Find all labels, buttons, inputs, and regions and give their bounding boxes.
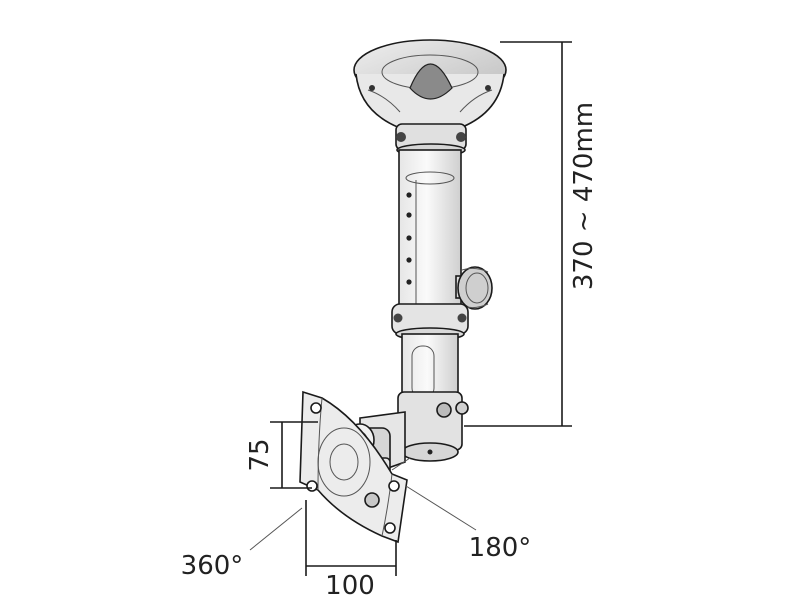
vesa-horizontal-label: 100 — [325, 571, 375, 600]
swivel-callout: 360° — [181, 507, 303, 581]
height-dimension: 370 ~ 470mm — [464, 41, 599, 427]
height-dimension-label: 370 ~ 470mm — [569, 102, 599, 290]
tilt-callout: 180° — [405, 485, 532, 563]
swivel-label: 360° — [181, 551, 244, 581]
vesa-vertical-label: 75 — [245, 438, 275, 471]
middle-collar — [391, 303, 469, 341]
upper-tube — [398, 149, 462, 311]
lower-tube — [397, 333, 469, 462]
vesa-plate — [299, 390, 408, 544]
tilt-label: 180° — [469, 533, 532, 563]
ceiling-plate — [353, 39, 507, 129]
vesa-horizontal-dimension: 100 — [305, 500, 397, 600]
vesa-vertical-dimension: 75 — [245, 421, 318, 489]
